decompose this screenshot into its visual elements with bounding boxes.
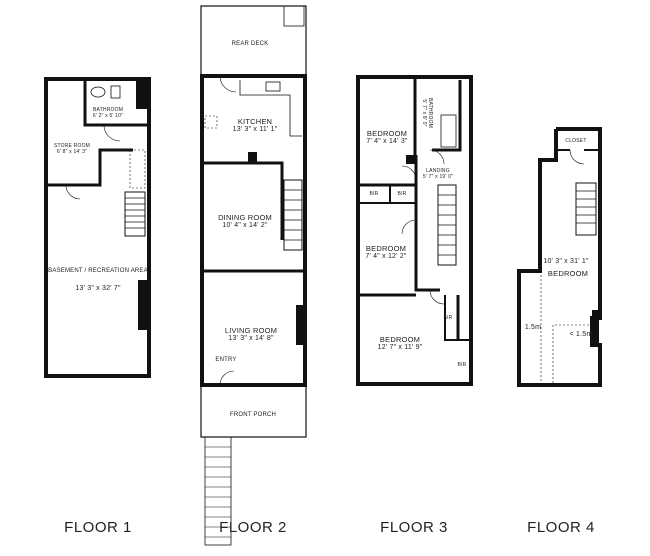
room-dims: 5' 7" x 19' 0" [422,174,454,180]
room-label: LIVING ROOM [224,326,278,335]
room-label: STORE ROOM [53,143,91,149]
floor-2-walls [200,5,307,546]
floor-3-walls [356,75,473,386]
room-label: LANDING [426,168,450,174]
room-label: BEDROOM [365,244,407,253]
room-label: BEDROOM [366,129,408,138]
room-label: BIR [369,191,379,197]
room-dims: 7' 4" x 12' 2" [365,253,407,260]
room-dims: 6' 2" x 5' 10" [92,113,124,119]
floor-title: FLOOR 2 [219,519,287,536]
room-dims: 7' 4" x 14' 3" [366,138,408,145]
room-label: BASEMENT / RECREATION AREA [48,268,148,274]
room-dims: 10' 3" x 31' 1" [543,258,589,265]
room-label: BIR [443,315,453,321]
floor-title: FLOOR 4 [527,519,595,536]
room-label: KITCHEN [237,117,273,126]
room-label: BEDROOM [379,335,421,344]
room-label: REAR DECK [231,41,269,47]
room-dims: 12' 7" x 11' 9" [377,344,423,351]
room-label: ENTRY [215,357,237,363]
floor-4-walls [517,127,602,387]
room-label: CLOSET [565,138,587,144]
room-label: DINING ROOM [218,213,272,222]
room-dims: 10' 4" x 14' 2" [222,222,268,229]
room-label: BATHROOM [92,107,124,113]
room-label: BIR [457,362,467,368]
room-dims: 13' 3" x 14' 8" [228,335,274,342]
room-label: BATHROOM [427,97,433,129]
room-dims: 5' 7" x 8' 0" [421,99,427,127]
room-label: BIR [397,191,407,197]
room-dims: 13' 3" x 11' 1" [232,126,278,133]
floor-title: FLOOR 1 [64,519,132,536]
floor-1-walls [44,77,151,378]
room-label: FRONT PORCH [229,412,277,418]
floor-title: FLOOR 3 [380,519,448,536]
ceiling-height-note: 1.5m [524,324,542,331]
room-dims: 6' 8" x 14' 3" [56,149,88,155]
ceiling-height-note: < 1.5m [569,331,593,338]
room-dims: 13' 3" x 32' 7" [75,285,121,292]
room-label: BEDROOM [547,269,589,278]
